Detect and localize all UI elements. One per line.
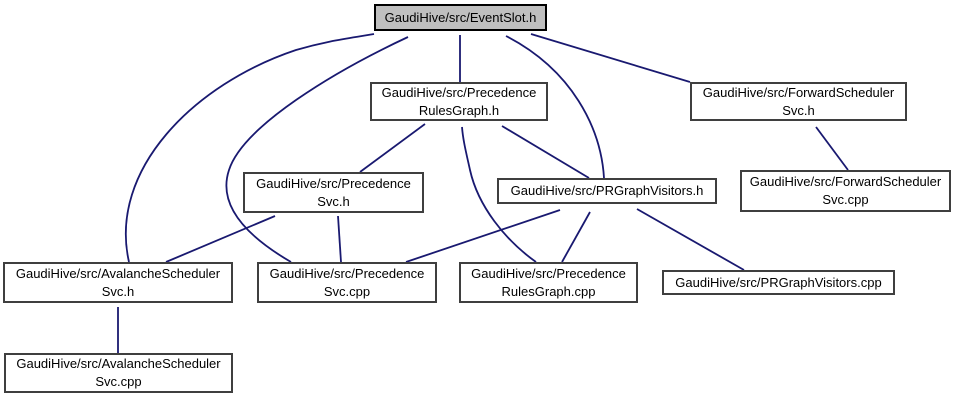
node-label: Svc.h bbox=[317, 193, 350, 209]
node-label: GaudiHive/src/Precedence bbox=[471, 265, 626, 281]
graph-node-prgraphvisitors-cpp[interactable]: GaudiHive/src/PRGraphVisitors.cpp bbox=[662, 270, 895, 295]
graph-node-precedencerulesgraph-cpp[interactable]: GaudiHive/src/Precedence RulesGraph.cpp bbox=[459, 262, 638, 303]
edge-prgv_cpp-to-prgv_h bbox=[636, 208, 745, 271]
node-label: GaudiHive/src/ForwardScheduler bbox=[749, 174, 942, 189]
edge-aval_h-to-event_slot bbox=[124, 33, 375, 263]
node-label: GaudiHive/src/Precedence bbox=[381, 84, 537, 100]
edge-psvc_h-to-prg_h bbox=[359, 123, 426, 173]
edge-psvc_cpp-to-prgv_h bbox=[405, 209, 561, 263]
node-label: RulesGraph.h bbox=[418, 102, 500, 118]
graph-node-eventslot-h[interactable]: GaudiHive/src/EventSlot.h bbox=[374, 4, 547, 31]
node-label: GaudiHive/src/Precedence bbox=[256, 175, 411, 191]
node-label: GaudiHive/src/PRGraphVisitors.cpp bbox=[675, 274, 882, 290]
node-label: GaudiHive/src/Precedence bbox=[269, 265, 425, 281]
graph-node-precedencesvc-h[interactable]: GaudiHive/src/Precedence Svc.h bbox=[243, 172, 424, 213]
node-label: GaudiHive/src/AvalancheScheduler bbox=[15, 265, 221, 281]
node-label: Svc.h bbox=[782, 102, 815, 118]
node-label: RulesGraph.cpp bbox=[501, 283, 596, 299]
node-label: Svc.cpp bbox=[323, 283, 371, 299]
edge-prgv_h-to-event_slot bbox=[505, 35, 605, 179]
edge-prg_cpp-to-prg_h bbox=[461, 126, 537, 263]
graph-node-forwardschedulersvc-h[interactable]: GaudiHive/src/ForwardScheduler Svc.h bbox=[690, 82, 907, 121]
graph-node-avalancheschedulersvc-h[interactable]: GaudiHive/src/AvalancheScheduler Svc.h bbox=[3, 262, 233, 303]
edge-psvc_cpp-to-event_slot bbox=[225, 36, 409, 263]
node-label: Svc.cpp bbox=[822, 192, 869, 207]
node-label: GaudiHive/src/ForwardScheduler bbox=[702, 84, 895, 100]
edge-prgv_h-to-prg_h bbox=[501, 125, 590, 179]
node-label: GaudiHive/src/AvalancheScheduler bbox=[16, 356, 221, 371]
graph-node-precedencerulesgraph-h[interactable]: GaudiHive/src/Precedence RulesGraph.h bbox=[370, 82, 548, 121]
edge-fwd_h-to-event_slot bbox=[530, 33, 691, 83]
graph-node-avalancheschedulersvc-cpp[interactable]: GaudiHive/src/AvalancheScheduler Svc.cpp bbox=[4, 353, 233, 393]
graph-node-precedencesvc-cpp[interactable]: GaudiHive/src/Precedence Svc.cpp bbox=[257, 262, 437, 303]
edge-aval_h-to-psvc_h bbox=[165, 215, 276, 263]
graph-node-prgraphvisitors-h[interactable]: GaudiHive/src/PRGraphVisitors.h bbox=[497, 178, 717, 204]
node-label: Svc.cpp bbox=[95, 374, 142, 389]
node-label: GaudiHive/src/EventSlot.h bbox=[384, 9, 537, 25]
node-label: Svc.h bbox=[101, 283, 135, 299]
edge-prg_cpp-to-prgv_h bbox=[561, 211, 591, 263]
edge-psvc_cpp-to-psvc_h bbox=[337, 215, 342, 263]
node-label: GaudiHive/src/PRGraphVisitors.h bbox=[510, 183, 704, 198]
graph-node-forwardschedulersvc-cpp[interactable]: GaudiHive/src/ForwardScheduler Svc.cpp bbox=[740, 170, 951, 212]
edge-fwd_cpp-to-fwd_h bbox=[815, 126, 849, 171]
